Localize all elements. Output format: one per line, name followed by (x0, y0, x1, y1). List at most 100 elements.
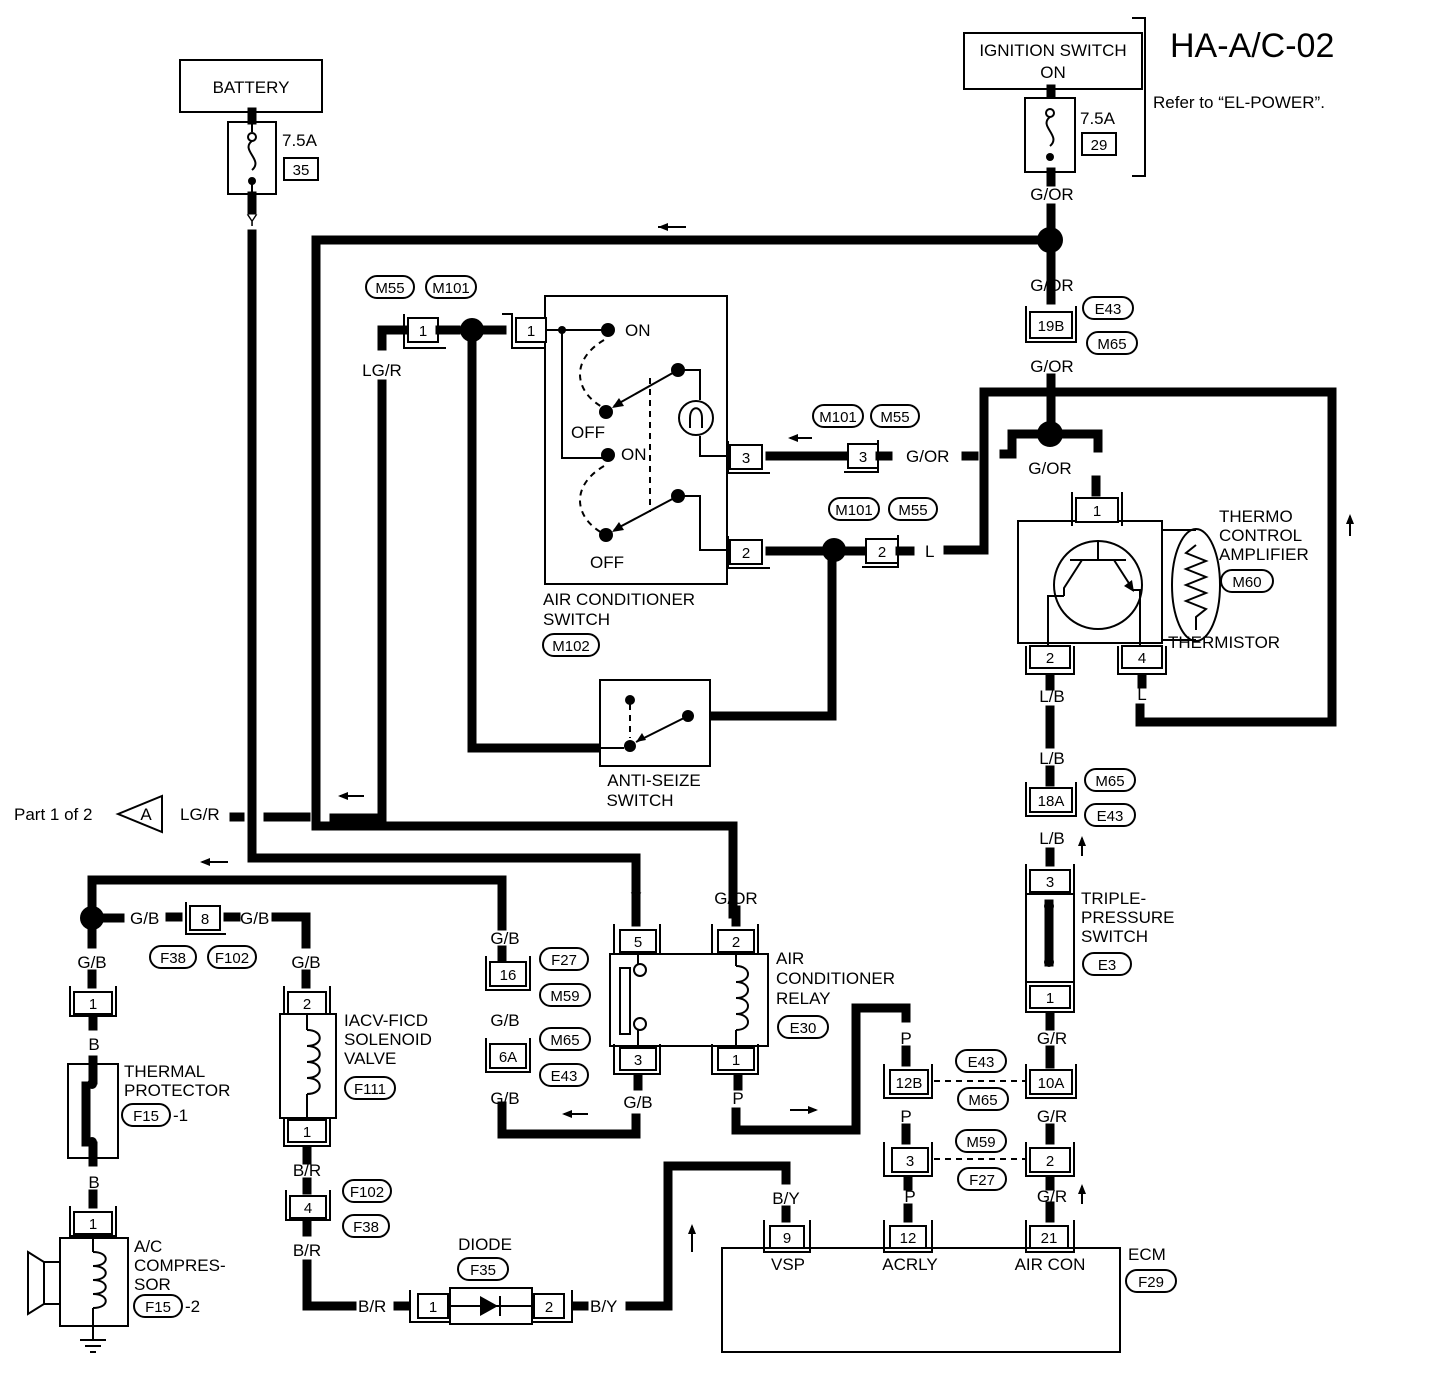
connector-diode-2 (533, 1293, 565, 1319)
svg-text:F102: F102 (215, 950, 249, 967)
tag-f38 (342, 1214, 390, 1238)
splice-dot (80, 906, 104, 930)
svg-text:SWITCH: SWITCH (1081, 927, 1148, 946)
svg-text:3: 3 (1046, 874, 1054, 891)
ignition-label-2: ON (1040, 63, 1066, 82)
connector-amp-2 (1029, 645, 1071, 669)
svg-text:B/R: B/R (358, 1297, 386, 1316)
svg-text:G/OR: G/OR (906, 447, 949, 466)
thermistor-icon (1171, 528, 1221, 642)
svg-text:L: L (925, 542, 934, 561)
svg-text:2: 2 (303, 996, 311, 1013)
svg-text:AIR CONDITIONER: AIR CONDITIONER (543, 590, 695, 609)
svg-text:M65: M65 (1097, 336, 1126, 353)
fuse-icon (247, 140, 257, 171)
svg-text:L/B: L/B (1039, 687, 1065, 706)
svg-text:12B: 12B (896, 1075, 923, 1092)
svg-text:G/R: G/R (1037, 1029, 1067, 1048)
svg-text:F15: F15 (145, 1299, 171, 1316)
connector-amp-4 (1121, 645, 1163, 669)
offpage-marker (115, 794, 163, 834)
tag-f35 (457, 1257, 509, 1281)
svg-text:2: 2 (878, 544, 886, 561)
tag-m101 (812, 404, 864, 428)
svg-text:B: B (88, 1035, 99, 1054)
wire-l-from-amp (943, 387, 1056, 555)
svg-text:THERMO: THERMO (1219, 507, 1293, 526)
svg-text:M65: M65 (550, 1032, 579, 1049)
tag-m59 (539, 983, 591, 1007)
svg-text:LG/R: LG/R (362, 361, 402, 380)
tag-e43 (1082, 296, 1134, 320)
tag-e3 (1082, 952, 1132, 976)
splice-dot (1037, 227, 1063, 253)
svg-text:18A: 18A (1038, 793, 1065, 810)
svg-text:M55: M55 (898, 502, 927, 519)
wire-label-gor-amp: G/OR (1028, 459, 1071, 478)
svg-text:M101: M101 (835, 502, 873, 519)
wire-label-gor-1: G/OR (1030, 185, 1073, 204)
connector-relay-1 (717, 1047, 755, 1071)
tag-m60 (1220, 569, 1274, 593)
part-label: Part 1 of 2 (14, 805, 92, 824)
connector-p-3 (891, 1147, 929, 1173)
svg-text:G/OR: G/OR (714, 889, 757, 908)
ac-relay-box (609, 953, 769, 1047)
svg-text:OFF: OFF (590, 553, 624, 572)
svg-text:G/B: G/B (291, 953, 320, 972)
ecm-pin-12 (889, 1225, 927, 1249)
connector-amp-1 (1075, 497, 1119, 523)
connector-16 (489, 961, 527, 987)
connector-8 (189, 905, 221, 931)
svg-text:B/R: B/R (293, 1161, 321, 1180)
svg-text:1: 1 (303, 1124, 311, 1141)
connector-l-2 (865, 538, 899, 564)
svg-text:B: B (88, 1173, 99, 1192)
ecm-pin-21 (1029, 1225, 1069, 1249)
connector-tps-1 (1029, 985, 1071, 1009)
svg-text:F29: F29 (1138, 1274, 1164, 1291)
tag-f29 (1125, 1269, 1177, 1293)
tag-m65 (539, 1027, 591, 1051)
svg-text:M59: M59 (966, 1134, 995, 1151)
svg-text:B/Y: B/Y (590, 1297, 617, 1316)
svg-text:AIR CON: AIR CON (1015, 1255, 1086, 1274)
refer-note: Refer to “EL-POWER”. (1153, 93, 1325, 112)
tag-f102 (207, 945, 257, 969)
splice-dot (822, 538, 846, 562)
svg-text:2: 2 (1046, 650, 1054, 667)
tag-m101 (425, 275, 477, 299)
svg-text:B/Y: B/Y (772, 1189, 799, 1208)
svg-text:ECM: ECM (1128, 1245, 1166, 1264)
connector-tps-3 (1029, 869, 1071, 893)
svg-text:6A: 6A (499, 1049, 517, 1066)
tag-f15-2 (133, 1294, 183, 1318)
svg-text:3: 3 (859, 449, 867, 466)
tag-m55 (365, 275, 415, 299)
svg-text:SOLENOID: SOLENOID (344, 1030, 432, 1049)
svg-text:1: 1 (1046, 990, 1054, 1007)
svg-text:L/B: L/B (1039, 829, 1065, 848)
svg-text:CONDITIONER: CONDITIONER (776, 969, 895, 988)
wire-p-relay (731, 1003, 911, 1135)
svg-text:G/R: G/R (1037, 1107, 1067, 1126)
tag-e43 (1084, 803, 1136, 827)
svg-text:LG/R: LG/R (180, 805, 220, 824)
svg-text:-1: -1 (173, 1106, 188, 1125)
svg-text:F38: F38 (353, 1219, 379, 1236)
svg-text:CONTROL: CONTROL (1219, 526, 1302, 545)
connector-diode-1 (417, 1293, 449, 1319)
svg-text:G/B: G/B (490, 1011, 519, 1030)
tag-f15-1 (121, 1103, 171, 1127)
svg-text:F102: F102 (350, 1184, 384, 1201)
svg-text:M102: M102 (552, 638, 590, 655)
connector-18a (1029, 787, 1073, 813)
svg-text:E43: E43 (968, 1054, 995, 1071)
diagram-title: HA-A/C-02 (1170, 27, 1334, 65)
tag-m59 (955, 1129, 1007, 1153)
svg-text:4: 4 (1138, 650, 1146, 667)
clutch-coil-icon (92, 1251, 107, 1309)
tag-e30 (777, 1015, 829, 1039)
svg-text:M101: M101 (432, 280, 470, 297)
svg-text:SWITCH: SWITCH (543, 610, 610, 629)
